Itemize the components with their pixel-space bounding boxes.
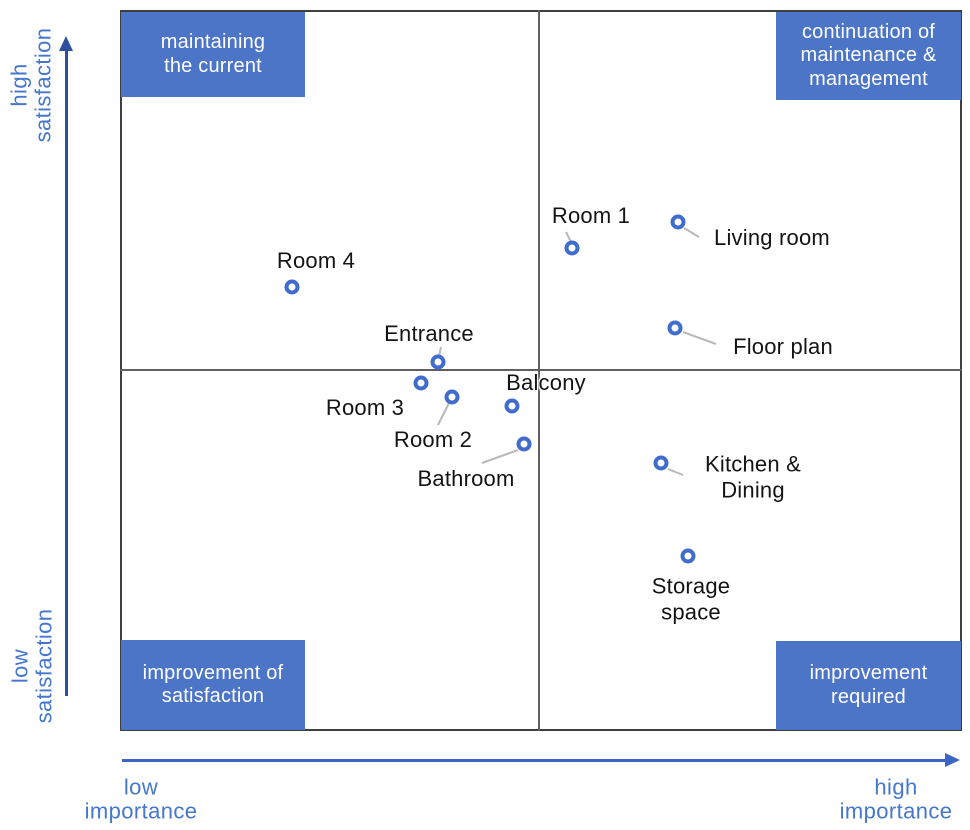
data-point-marker bbox=[653, 455, 669, 471]
y-axis-label-low: low satisfaction bbox=[7, 608, 56, 724]
data-point-label: Bathroom bbox=[417, 465, 515, 491]
data-point-marker bbox=[413, 375, 429, 391]
data-point-marker bbox=[284, 279, 300, 295]
data-point-label: Room 1 bbox=[551, 202, 631, 228]
quadrant-label-top-left: maintaining the current bbox=[121, 12, 305, 97]
x-axis-label-low: low importance bbox=[84, 774, 198, 823]
x-axis-label-high: high importance bbox=[839, 774, 953, 823]
x-axis-line bbox=[122, 759, 948, 762]
data-point-marker bbox=[516, 436, 532, 452]
data-point-marker bbox=[504, 398, 520, 414]
y-axis-arrow-icon bbox=[59, 36, 73, 51]
data-point-label: Balcony bbox=[506, 369, 586, 395]
quadrant-label-bottom-left: improvement of satisfaction bbox=[121, 640, 305, 730]
data-point-label: Living room bbox=[714, 224, 830, 250]
y-axis-label-high: high satisfaction bbox=[6, 27, 55, 143]
y-axis-line bbox=[65, 48, 68, 696]
data-point-label: Floor plan bbox=[733, 333, 833, 359]
quadrant-label-top-right: continuation of maintenance & management bbox=[776, 12, 961, 100]
x-axis-arrow-icon bbox=[945, 753, 960, 767]
quadrant-label-bottom-right: improvement required bbox=[776, 641, 961, 730]
data-point-marker bbox=[444, 389, 460, 405]
data-point-label: Storage space bbox=[651, 573, 731, 625]
data-point-label: Room 4 bbox=[276, 247, 356, 273]
data-point-marker bbox=[680, 548, 696, 564]
data-point-marker bbox=[564, 240, 580, 256]
data-point-label: Kitchen & Dining bbox=[705, 451, 801, 503]
data-point-label: Room 3 bbox=[325, 394, 405, 420]
data-point-marker bbox=[430, 354, 446, 370]
data-point-marker bbox=[670, 214, 686, 230]
data-point-label: Room 2 bbox=[393, 426, 473, 452]
data-point-label: Entrance bbox=[384, 320, 474, 346]
quadrant-divider-horizontal bbox=[120, 369, 962, 371]
data-point-marker bbox=[667, 320, 683, 336]
